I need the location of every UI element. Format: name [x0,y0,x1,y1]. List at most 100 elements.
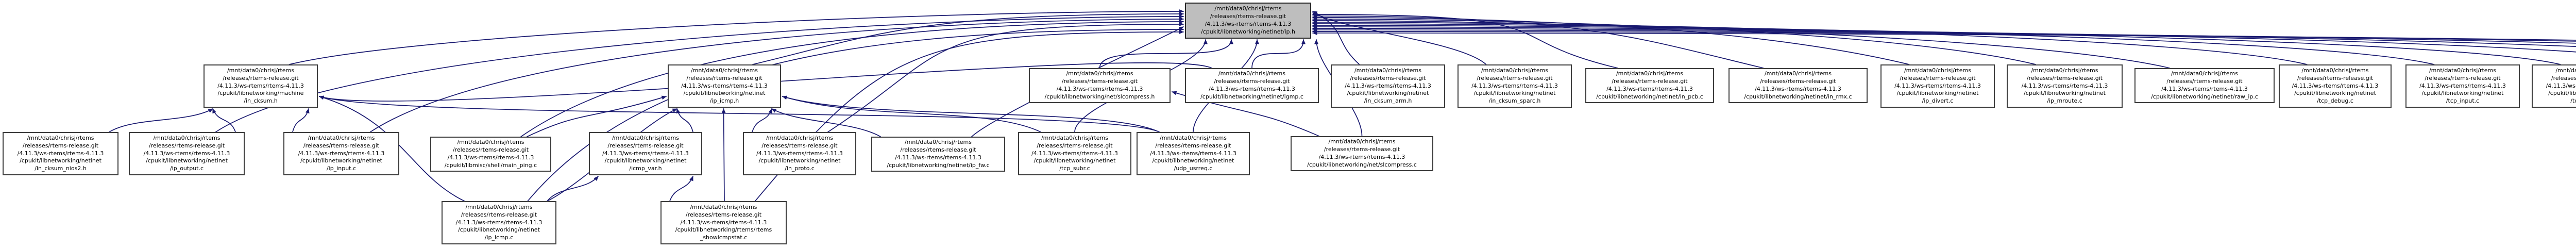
graph-node-main_ping_c[interactable]: /mnt/data0/chrisj/rtems/releases/rtems-r… [430,137,551,172]
graph-node-in_proto_c[interactable]: /mnt/data0/chrisj/rtems/releases/rtems-r… [743,132,856,175]
node-path-line: /releases/rtems-release.git [148,142,225,149]
node-path-line: /4.11.3/ws-rtems/rtems-4.11.3 [2161,86,2248,92]
graph-node-icmp_var_h[interactable]: /mnt/data0/chrisj/rtems/releases/rtems-r… [589,132,702,175]
node-path-line: /mnt/data0/chrisj/rtems [1328,138,1396,145]
node-path-line: /mnt/data0/chrisj/rtems [27,135,94,141]
node-path-line: /cpukit/libnetworking/netinet [2024,90,2106,97]
node-path-line: /mnt/data0/chrisj/rtems [1041,135,1109,141]
graph-node-slcompress_c[interactable]: /mnt/data0/chrisj/rtems/releases/rtems-r… [1291,136,1433,171]
node-path-line: /4.11.3/ws-rtems/rtems-4.11.3 [1345,82,1431,89]
node-path-line: /releases/rtems-release.git [1155,142,1231,149]
node-path-line: /mnt/data0/chrisj/rtems [690,67,758,74]
node-path-line: /4.11.3/ws-rtems/rtems-4.11.3 [1606,86,1693,92]
graph-node-udp_usrreq_c[interactable]: /mnt/data0/chrisj/rtems/releases/rtems-r… [1137,132,1250,175]
node-path-line: /releases/rtems-release.git [1477,74,1553,81]
node-path-line: /releases/rtems-release.git [685,211,762,218]
node-path-line: /cpukit/libnetworking/netinet [758,157,841,164]
node-path-line: /tcp_subr.c [1059,165,1090,172]
graph-node-in_cksum_nios2_h[interactable]: /mnt/data0/chrisj/rtems/releases/rtems-r… [3,132,118,175]
graph-node-ip_divert_c[interactable]: /mnt/data0/chrisj/rtems/releases/rtems-r… [1880,64,1995,108]
node-path-line: /mnt/data0/chrisj/rtems [227,67,295,74]
node-path-line: /mnt/data0/chrisj/rtems [465,204,533,210]
node-path-line: /mnt/data0/chrisj/rtems [1481,67,1549,74]
node-path-line: /releases/rtems-release.git [2026,74,2103,81]
node-path-line: /4.11.3/ws-rtems/rtems-4.11.3 [895,154,981,161]
node-path-line: /cpukit/libnetworking/netinet [1347,90,1429,97]
node-path-line: /4.11.3/ws-rtems/rtems-4.11.3 [143,150,230,157]
node-path-line: /cpukit/libnetworking/netinet/ip.h [1200,28,1295,35]
node-path-line: /cpukit/libnetworking/netinet [2421,90,2504,97]
graph-node-ip_h[interactable]: /mnt/data0/chrisj/rtems/releases/rtems-r… [1185,3,1311,39]
node-path-line: /in_cksum_sparc.h [1488,97,1541,105]
graph-node-in_cksum_arm_h[interactable]: /mnt/data0/chrisj/rtems/releases/rtems-r… [1331,64,1445,108]
node-path-line: /tcp_output.c [2570,97,2576,105]
node-path-line: /releases/rtems-release.git [1760,78,1836,85]
node-path-line: /4.11.3/ws-rtems/rtems-4.11.3 [602,150,689,157]
node-path-line: /releases/rtems-release.git [1061,78,1138,85]
node-path-line: /4.11.3/ws-rtems/rtems-4.11.3 [447,154,534,161]
node-path-line: /mnt/data0/chrisj/rtems [308,135,375,141]
graph-node-raw_ip_c[interactable]: /mnt/data0/chrisj/rtems/releases/rtems-r… [2134,68,2275,103]
node-path-line: /4.11.3/ws-rtems/rtems-4.11.3 [455,219,543,226]
node-path-line: /icmp_var.h [629,165,662,172]
graph-node-ip_icmp_c[interactable]: /mnt/data0/chrisj/rtems/releases/rtems-r… [442,201,556,244]
node-path-line: /in_cksum_arm.h [1364,97,1412,105]
node-path-line: /releases/rtems-release.git [452,146,529,154]
node-path-line: /cpukit/libnetworking/netinet/ip_fw.c [887,161,990,169]
node-path-line: /ip_icmp.c [484,234,514,241]
node-path-line: /cpukit/libnetworking/netinet [20,157,101,164]
node-path-line: /4.11.3/ws-rtems/rtems-4.11.3 [1318,154,1405,160]
node-path-line: /cpukit/libnetworking/netinet [604,157,687,164]
node-path-line: /releases/rtems-release.git [1037,142,1113,149]
graph-node-tcp_output_c[interactable]: /mnt/data0/chrisj/rtems/releases/rtems-r… [2532,64,2576,108]
graph-node-ip_mroute_c[interactable]: /mnt/data0/chrisj/rtems/releases/rtems-r… [2007,64,2123,108]
node-path-line: /mnt/data0/chrisj/rtems [904,139,972,146]
graph-node-ip_fw_c[interactable]: /mnt/data0/chrisj/rtems/releases/rtems-r… [871,137,1005,172]
graph-node-in_rmx_c[interactable]: /mnt/data0/chrisj/rtems/releases/rtems-r… [1728,68,1868,103]
node-path-line: /cpukit/libnetworking/rtems/rtems [675,226,772,234]
node-path-line: /mnt/data0/chrisj/rtems [2429,67,2497,74]
node-path-line: /4.11.3/ws-rtems/rtems-4.11.3 [1031,150,1118,157]
node-path-line: /4.11.3/ws-rtems/rtems-4.11.3 [2021,82,2108,89]
graph-node-tcp_input_c[interactable]: /mnt/data0/chrisj/rtems/releases/rtems-r… [2405,64,2520,108]
node-path-line: /cpukit/libnetworking/netinet [1152,157,1234,164]
node-path-line: /in_proto.c [785,165,815,172]
graph-node-ip_input_c[interactable]: /mnt/data0/chrisj/rtems/releases/rtems-r… [283,132,399,175]
node-path-line: /releases/rtems-release.git [2551,74,2576,81]
node-path-line: /cpukit/libnetworking/netinet [683,90,766,97]
node-path-line: /ip_input.c [326,165,357,172]
node-path-line: /mnt/data0/chrisj/rtems [766,135,834,141]
node-path-line: /tcp_debug.c [2317,97,2353,105]
node-path-line: /in_cksum.h [244,97,278,105]
graph-node-igmp_c[interactable]: /mnt/data0/chrisj/rtems/releases/rtems-r… [1185,68,1319,103]
node-path-line: /mnt/data0/chrisj/rtems [1904,67,1972,74]
node-path-line: /4.11.3/ws-rtems/rtems-4.11.3 [2419,82,2506,89]
node-path-line: /mnt/data0/chrisj/rtems [1066,70,1133,77]
graph-node-ip_output_c[interactable]: /mnt/data0/chrisj/rtems/releases/rtems-r… [129,132,245,175]
node-path-line: /cpukit/libnetworking/netinet/igmp.c [1200,93,1303,100]
graph-node-slcompress_h[interactable]: /mnt/data0/chrisj/rtems/releases/rtems-r… [1029,68,1171,103]
graph-node-tcp_subr_c[interactable]: /mnt/data0/chrisj/rtems/releases/rtems-r… [1018,132,1131,175]
node-path-line: /releases/rtems-release.git [607,142,684,149]
node-path-line: /cpukit/libnetworking/net/slcompress.h [1044,93,1155,100]
graph-node-in_cksum_h[interactable]: /mnt/data0/chrisj/rtems/releases/rtems-r… [204,64,318,108]
node-path-line: /mnt/data0/chrisj/rtems [612,135,680,141]
node-path-line: /mnt/data0/chrisj/rtems [1616,70,1684,77]
node-path-line: /releases/rtems-release.git [1214,78,1290,85]
node-path-line: /releases/rtems-release.git [900,146,976,154]
node-path-line: /releases/rtems-release.git [1612,78,1688,85]
node-path-line: /mnt/data0/chrisj/rtems [153,135,221,141]
node-path-line: /releases/rtems-release.git [2425,74,2501,81]
graph-node-tcp_debug_c[interactable]: /mnt/data0/chrisj/rtems/releases/rtems-r… [2279,64,2392,108]
node-path-line: /ip_icmp.h [709,97,739,105]
node-path-line: /4.11.3/ws-rtems/rtems-4.11.3 [1894,82,1981,89]
node-path-line: /releases/rtems-release.git [1900,74,1976,81]
node-path-line: /cpukit/libnetworking/netinet [300,157,382,164]
graph-node-in_cksum_sparc_h[interactable]: /mnt/data0/chrisj/rtems/releases/rtems-r… [1458,64,1572,108]
node-path-line: /4.11.3/ws-rtems/rtems-4.11.3 [1471,82,1558,89]
graph-node-ip_icmp_h[interactable]: /mnt/data0/chrisj/rtems/releases/rtems-r… [668,64,781,108]
node-path-line: /4.11.3/ws-rtems/rtems-4.11.3 [1209,86,1295,92]
graph-node-rtems_showicmpstat_c[interactable]: /mnt/data0/chrisj/rtems/releases/rtems-r… [660,201,787,244]
graph-node-in_pcb_c[interactable]: /mnt/data0/chrisj/rtems/releases/rtems-r… [1585,68,1714,103]
node-path-line: /releases/rtems-release.git [2166,78,2243,85]
